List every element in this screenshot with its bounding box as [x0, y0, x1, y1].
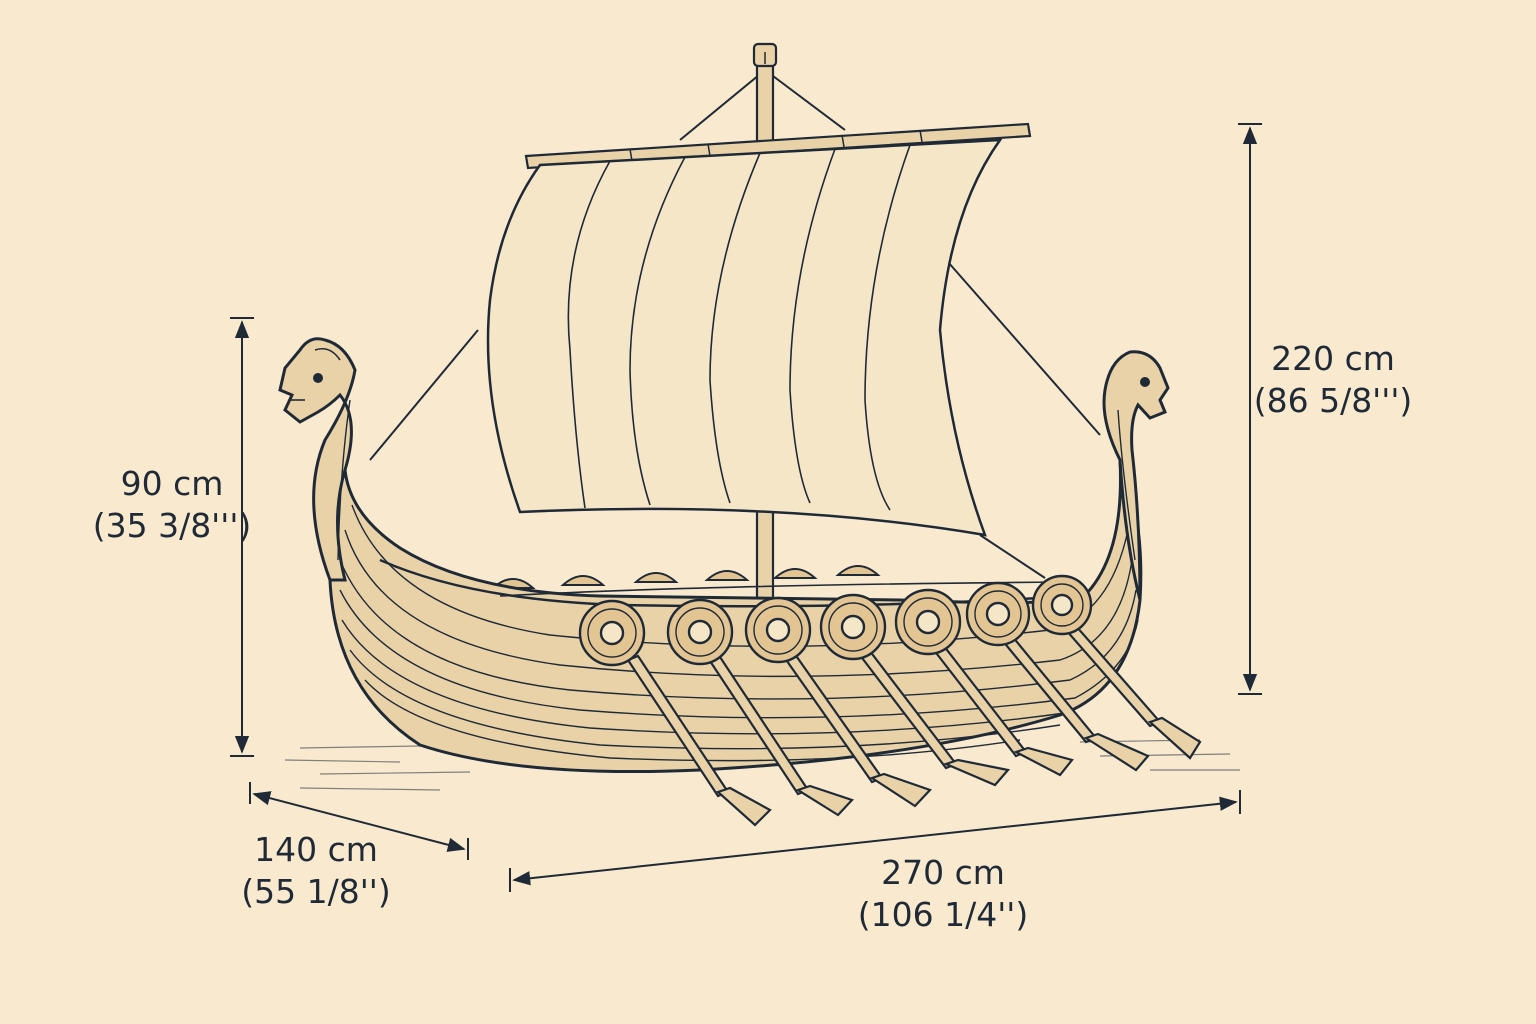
height-dimension-label: 90 cm (35 3/8''')	[92, 463, 252, 547]
height-metric: 90 cm	[120, 464, 224, 503]
rigging-ropes	[369, 69, 1101, 579]
dragon-head-bow	[278, 337, 357, 582]
shield	[744, 596, 812, 664]
sail	[486, 138, 1003, 537]
back-shields	[490, 565, 881, 589]
length-imperial: (106 1/4'')	[857, 895, 1029, 934]
shield	[894, 588, 962, 656]
shield	[965, 581, 1031, 647]
mast-height-dimension-label: 220 cm (86 5/8''')	[1248, 338, 1418, 422]
shield	[1031, 574, 1093, 636]
shield	[819, 593, 887, 661]
dimension-width-line	[249, 782, 469, 860]
dimension-length-line	[509, 790, 1241, 892]
width-dimension-label: 140 cm (55 1/8'')	[236, 829, 396, 913]
shield	[578, 599, 646, 667]
width-metric: 140 cm	[254, 830, 378, 869]
length-dimension-label: 270 cm (106 1/4'')	[848, 852, 1038, 936]
shield	[666, 598, 734, 666]
mast-height-metric: 220 cm	[1271, 339, 1395, 378]
mast-height-imperial: (86 5/8''')	[1253, 381, 1413, 420]
dimension-mast-height-line	[1238, 123, 1262, 695]
dimension-height-line	[230, 317, 254, 757]
length-metric: 270 cm	[881, 853, 1005, 892]
dragon-head-stern	[1102, 350, 1170, 601]
height-imperial: (35 3/8''')	[92, 506, 252, 545]
width-imperial: (55 1/8'')	[241, 872, 391, 911]
front-shields	[578, 574, 1093, 667]
